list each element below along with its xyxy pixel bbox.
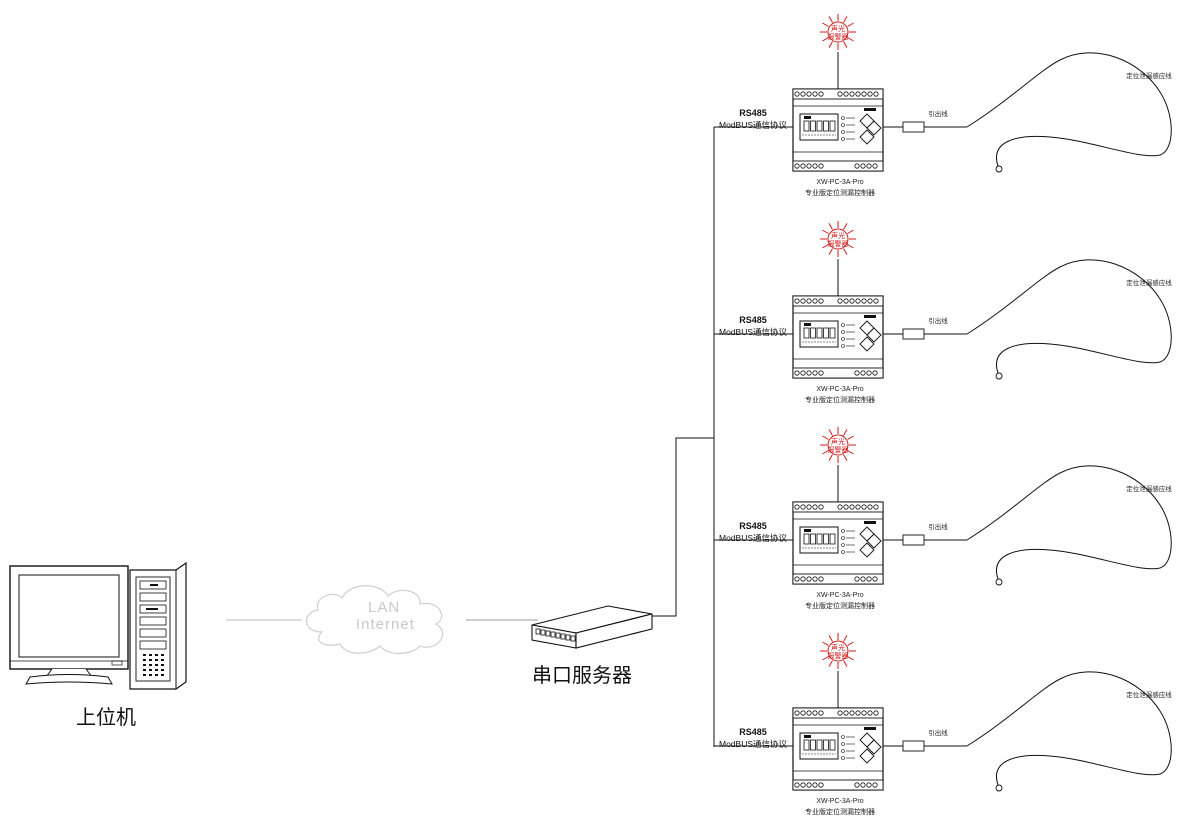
modbus-protocol-label: ModBUS通信协议 bbox=[719, 327, 788, 337]
cable-end-icon bbox=[995, 372, 1003, 380]
modbus-protocol-label: ModBUS通信协议 bbox=[719, 120, 788, 130]
network-label-lan: LAN bbox=[368, 599, 400, 616]
host-computer: 上位机 bbox=[9, 561, 187, 729]
lead-wire-label: 引出线 bbox=[928, 316, 948, 325]
alarm-label-line1: 声光 bbox=[831, 437, 845, 446]
alarm-label-line1: 声光 bbox=[831, 231, 845, 240]
controller-device-icon bbox=[792, 707, 884, 791]
lead-connector-icon bbox=[902, 534, 925, 546]
alarm-label-line2: 报警器 bbox=[828, 445, 849, 454]
serial-server-icon bbox=[531, 605, 653, 649]
modbus-protocol-label: ModBUS通信协议 bbox=[719, 533, 788, 543]
serial-server-label: 串口服务器 bbox=[532, 663, 632, 687]
device-model-label: XW-PC-3A-Pro bbox=[816, 798, 863, 805]
sensing-cable bbox=[966, 259, 1172, 374]
cable-end-icon bbox=[995, 784, 1003, 792]
device-name-label: 专业版定位测漏控制器 bbox=[805, 395, 875, 404]
lead-wire-label: 引出线 bbox=[928, 728, 948, 737]
device-model-label: XW-PC-3A-Pro bbox=[816, 592, 863, 599]
network-label-internet: Internet bbox=[356, 616, 415, 633]
sensing-cable bbox=[966, 52, 1172, 167]
lead-wire-label: 引出线 bbox=[928, 522, 948, 531]
alarm-label-line1: 声光 bbox=[831, 643, 845, 652]
cable-end-icon bbox=[995, 578, 1003, 586]
device-model-label: XW-PC-3A-Pro bbox=[816, 179, 863, 186]
network-cloud-icon: LAN Internet bbox=[305, 585, 444, 655]
sensing-cable-label: 定位泄漏感应线 bbox=[1126, 71, 1172, 80]
monitor-icon bbox=[9, 565, 129, 685]
lead-wire-label: 引出线 bbox=[928, 109, 948, 118]
alarm-label-line2: 报警器 bbox=[828, 651, 849, 660]
alarm-label-line2: 报警器 bbox=[828, 32, 849, 41]
computer-label: 上位机 bbox=[76, 705, 136, 729]
controller-device-icon bbox=[792, 501, 884, 585]
sensing-cable-label: 定位泄漏感应线 bbox=[1126, 484, 1172, 493]
serial-server: 串口服务器 bbox=[531, 605, 653, 687]
alarm-label-line2: 报警器 bbox=[828, 239, 849, 248]
device-model-label: XW-PC-3A-Pro bbox=[816, 386, 863, 393]
alarm-label-line1: 声光 bbox=[831, 24, 845, 33]
rs485-bus bbox=[652, 127, 715, 747]
lead-connector-icon bbox=[902, 121, 925, 133]
modbus-protocol-label: ModBUS通信协议 bbox=[719, 739, 788, 749]
sensing-cable-label: 定位泄漏感应线 bbox=[1126, 690, 1172, 699]
rs485-label: RS485 bbox=[739, 521, 767, 531]
cable-end-icon bbox=[995, 165, 1003, 173]
device-name-label: 专业版定位测漏控制器 bbox=[805, 601, 875, 610]
controller-device-icon bbox=[792, 295, 884, 379]
device-name-label: 专业版定位测漏控制器 bbox=[805, 188, 875, 197]
lead-connector-icon bbox=[902, 740, 925, 752]
sensing-cable bbox=[966, 671, 1172, 786]
device-name-label: 专业版定位测漏控制器 bbox=[805, 807, 875, 816]
controller-device-icon bbox=[792, 88, 884, 172]
sensing-cable bbox=[966, 465, 1172, 580]
rs485-label: RS485 bbox=[739, 315, 767, 325]
tower-case-icon bbox=[129, 561, 187, 690]
device-list: RS485ModBUS通信协议声光报警器引出线定位泄漏感应线XW-PC-3A-P… bbox=[714, 14, 1172, 816]
rs485-label: RS485 bbox=[739, 108, 767, 118]
lead-connector-icon bbox=[902, 328, 925, 340]
rs485-label: RS485 bbox=[739, 727, 767, 737]
sensing-cable-label: 定位泄漏感应线 bbox=[1126, 278, 1172, 287]
